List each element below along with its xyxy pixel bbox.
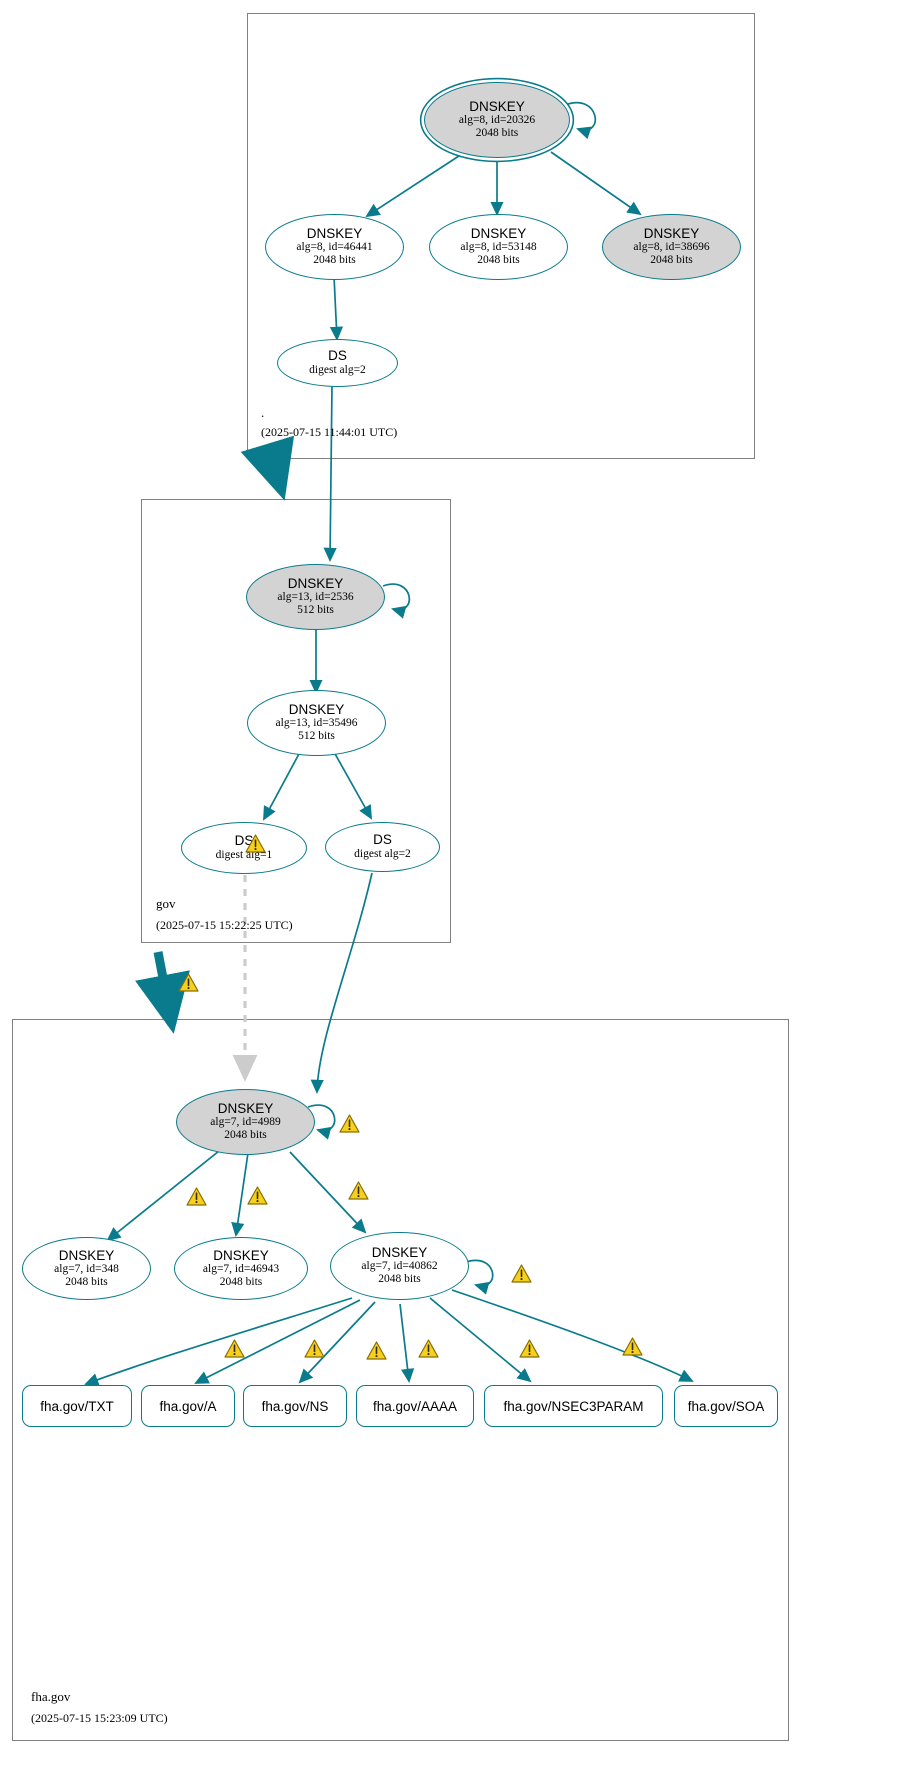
node-bits: 2048 bits (650, 254, 693, 267)
node-type-label: DNSKEY (469, 99, 525, 115)
zone-label-root-name: . (261, 405, 265, 420)
node-root-ds[interactable]: DS digest alg=2 (277, 339, 398, 387)
node-detail: alg=7, id=46943 (202, 1262, 280, 1275)
node-bits: 2048 bits (219, 1275, 263, 1288)
node-detail: alg=13, id=35496 (275, 717, 358, 730)
zone-label-gov-timestamp: (2025-07-15 15:22:25 UTC) (156, 918, 293, 932)
rrset-fhagov-ns[interactable]: fha.gov/NS (243, 1385, 347, 1427)
node-bits: 512 bits (298, 730, 335, 743)
node-type-label: DNSKEY (288, 702, 345, 718)
rrset-fhagov-aaaa[interactable]: fha.gov/AAAA (356, 1385, 474, 1427)
node-fhagov-dnskey-40862[interactable]: DNSKEY alg=7, id=40862 2048 bits (330, 1232, 469, 1300)
node-detail: digest alg=2 (354, 847, 411, 860)
node-type-label: DNSKEY (217, 1101, 274, 1117)
node-root-dnskey-53148[interactable]: DNSKEY alg=8, id=53148 2048 bits (429, 214, 568, 280)
zone-label-gov-name: gov (156, 896, 176, 911)
zone-label-fhagov-timestamp: (2025-07-15 15:23:09 UTC) (31, 1711, 168, 1725)
node-bits: 2048 bits (313, 254, 356, 267)
node-type-label: DNSKEY (371, 1245, 428, 1261)
node-type-label: DNSKEY (213, 1247, 269, 1263)
zone-box-gov (141, 499, 451, 943)
rrset-fhagov-txt[interactable]: fha.gov/TXT (22, 1385, 132, 1427)
node-type-label: DS (373, 832, 392, 848)
node-bits: 2048 bits (224, 1129, 267, 1142)
node-type-label: DNSKEY (470, 226, 527, 242)
node-detail: alg=8, id=20326 (458, 114, 536, 127)
node-detail: digest alg=2 (309, 363, 366, 376)
node-type-label: DNSKEY (58, 1247, 115, 1263)
rrset-fhagov-a[interactable]: fha.gov/A (141, 1385, 235, 1427)
node-fhagov-dnskey-46943[interactable]: DNSKEY alg=7, id=46943 2048 bits (174, 1237, 308, 1300)
node-root-dnskey-46441[interactable]: DNSKEY alg=8, id=46441 2048 bits (265, 214, 404, 280)
node-bits: 2048 bits (378, 1273, 421, 1286)
node-detail: alg=8, id=46441 (296, 241, 373, 254)
node-root-dnskey-38696[interactable]: DNSKEY alg=8, id=38696 2048 bits (602, 214, 741, 280)
node-type-label: DS (234, 833, 254, 849)
zone-label-fhagov-name: fha.gov (31, 1689, 71, 1704)
node-type-label: DNSKEY (643, 226, 700, 242)
node-root-ksk-20326[interactable]: DNSKEY alg=8, id=20326 2048 bits (424, 82, 570, 158)
node-gov-ds-digest2[interactable]: DS digest alg=2 (325, 822, 440, 872)
node-fhagov-dnskey-348[interactable]: DNSKEY alg=7, id=348 2048 bits (22, 1237, 151, 1300)
node-gov-ds-digest1[interactable]: DS digest alg=1 (181, 822, 307, 874)
node-bits: 2048 bits (65, 1275, 108, 1288)
node-detail: alg=7, id=348 (54, 1262, 119, 1275)
node-detail: alg=13, id=2536 (277, 591, 354, 604)
node-fhagov-ksk-4989[interactable]: DNSKEY alg=7, id=4989 2048 bits (176, 1089, 315, 1155)
node-detail: alg=7, id=40862 (361, 1260, 438, 1273)
rrset-fhagov-soa[interactable]: fha.gov/SOA (674, 1385, 778, 1427)
zone-label-root-timestamp: (2025-07-15 11:44:01 UTC) (261, 425, 398, 439)
zone-box-fhagov (12, 1019, 789, 1741)
node-gov-ksk-2536[interactable]: DNSKEY alg=13, id=2536 512 bits (246, 564, 385, 630)
node-bits: 2048 bits (477, 254, 520, 267)
node-bits: 512 bits (297, 604, 334, 617)
rrset-fhagov-nsec3param[interactable]: fha.gov/NSEC3PARAM (484, 1385, 663, 1427)
node-gov-dnskey-35496[interactable]: DNSKEY alg=13, id=35496 512 bits (247, 690, 386, 756)
node-type-label: DNSKEY (306, 226, 363, 242)
node-detail: alg=8, id=53148 (460, 241, 537, 254)
node-bits: 2048 bits (475, 127, 519, 140)
zone-box-root (247, 13, 755, 459)
node-type-label: DNSKEY (287, 576, 344, 592)
node-detail: alg=7, id=4989 (210, 1116, 281, 1129)
node-detail: alg=8, id=38696 (633, 241, 710, 254)
node-type-label: DS (328, 348, 347, 364)
